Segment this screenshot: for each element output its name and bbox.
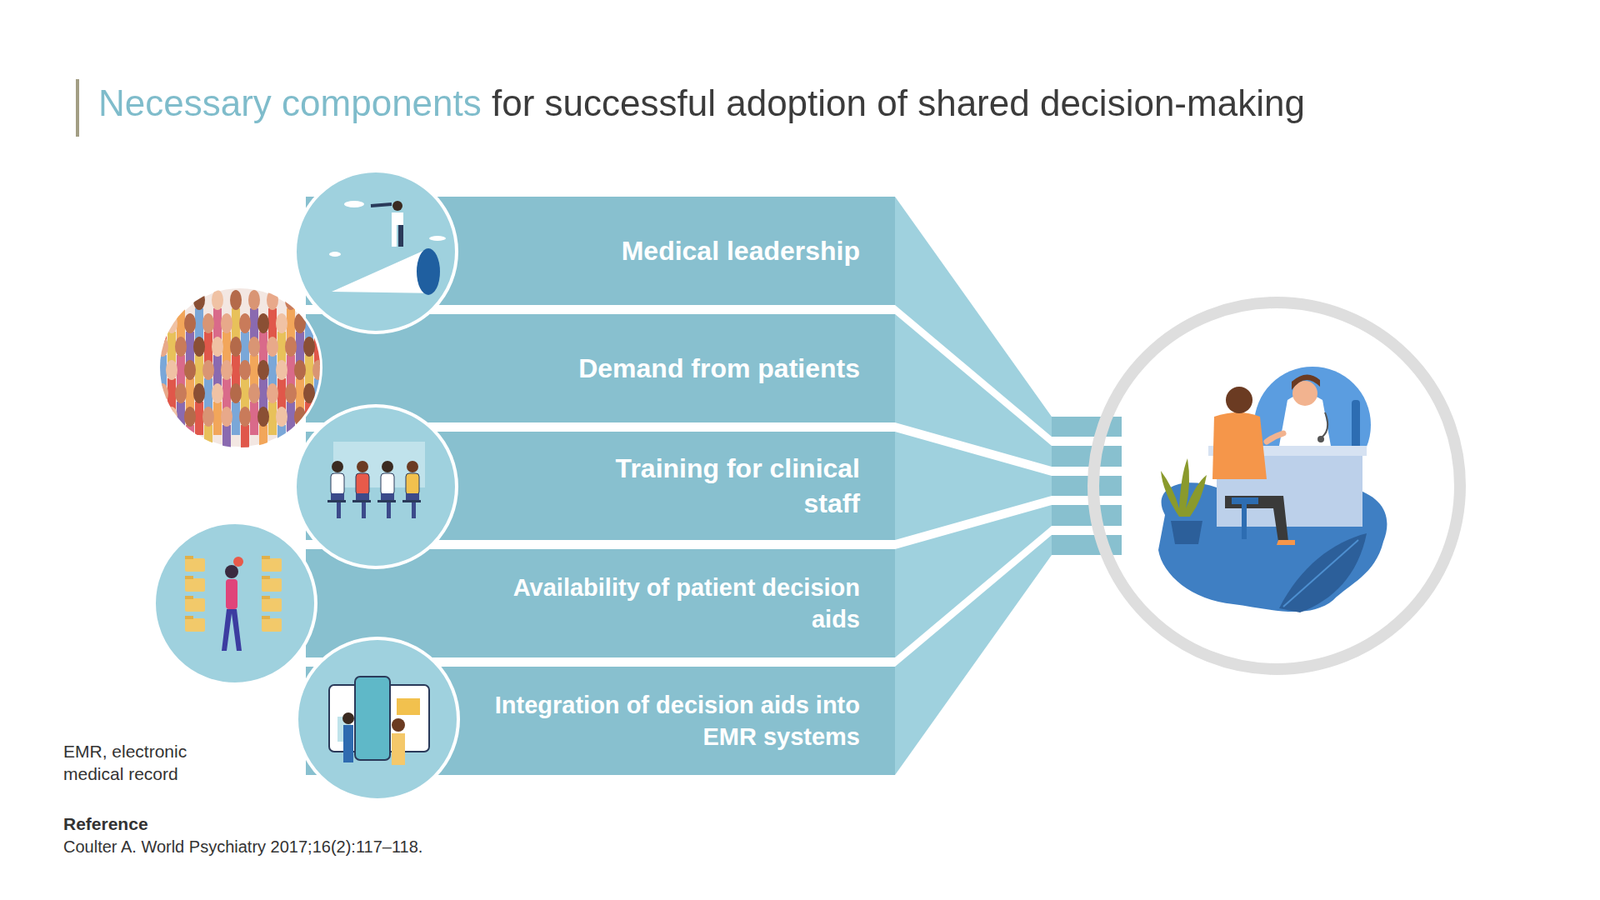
band-label: Demand from patients <box>578 350 860 386</box>
abbreviation-note: EMR, electronic medical record <box>63 740 247 785</box>
band-label: Training for clinical staff <box>610 450 860 521</box>
megaphone-icon <box>295 170 457 333</box>
title-bar <box>75 79 80 137</box>
funnel-piece <box>895 535 1052 775</box>
funnel-stub <box>1051 475 1122 496</box>
funnel-stub <box>1051 445 1122 467</box>
phone-app-icon <box>296 638 459 800</box>
funnel-stub <box>1051 505 1122 526</box>
title: Necessary components for successful adop… <box>98 80 1305 127</box>
reference-citation: Coulter A. World Psychiatry 2017;16(2):1… <box>63 835 647 859</box>
band-label: Availability of patient decision aids <box>460 571 860 635</box>
folders-icon <box>154 522 316 685</box>
band-label: Integration of decision aids into EMR sy… <box>460 689 860 753</box>
reference-heading: Reference <box>63 812 397 835</box>
raised-hands-icon <box>156 286 325 459</box>
band-label: Medical leadership <box>621 233 860 269</box>
training-icon <box>295 405 457 568</box>
